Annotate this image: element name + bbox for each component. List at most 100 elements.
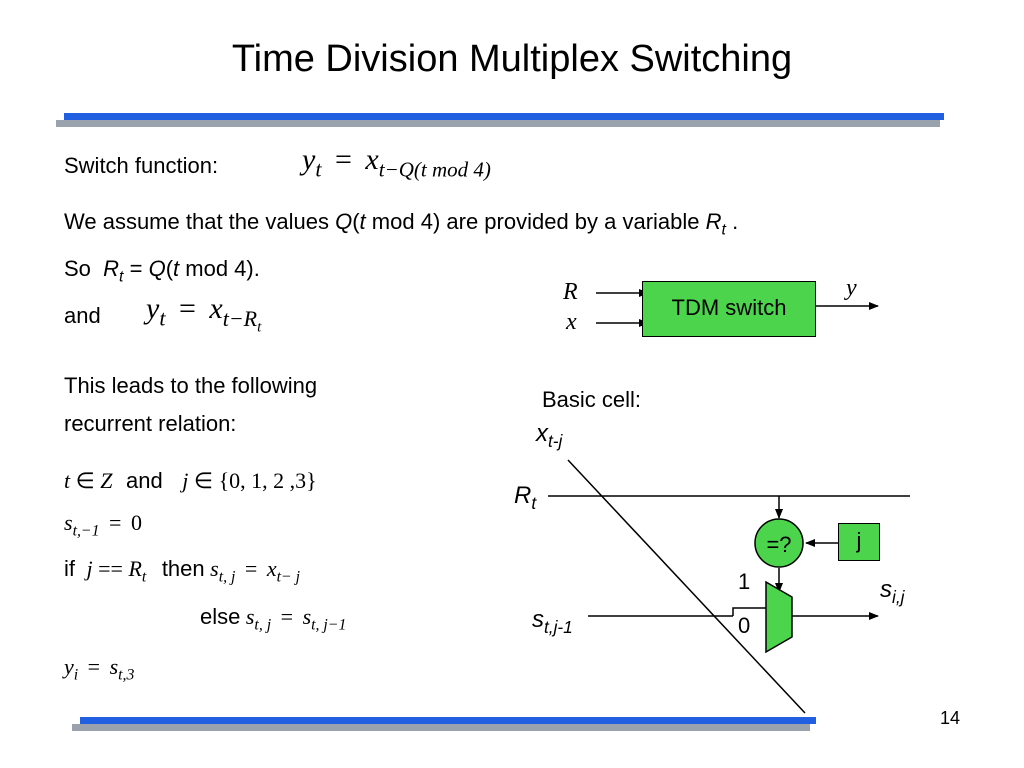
- rel3-j: j: [86, 556, 93, 581]
- so-r: R: [103, 256, 120, 281]
- cell-mux: [765, 580, 793, 654]
- cell-s-out-sub: i,j: [892, 587, 905, 608]
- leads-line-2: recurrent relation:: [64, 411, 237, 436]
- assume-dot: .: [732, 209, 739, 234]
- equation-and: yt = xt−Rt: [146, 292, 261, 334]
- equation-switch-function: yt = xt−Q(t mod 4): [302, 143, 491, 180]
- rel2-s: s: [64, 510, 73, 535]
- so-mod: mod 4).: [185, 256, 260, 281]
- cell-compare-circle: [754, 518, 804, 568]
- rel1-and: and: [126, 468, 163, 493]
- tdm-input-x: x: [566, 309, 577, 335]
- page-number: 14: [940, 708, 961, 728]
- rel1-in2: ∈: [193, 468, 214, 493]
- assume-r-sub: t: [721, 221, 726, 239]
- page-title: Time Division Multiplex Switching: [231, 38, 793, 80]
- rel2-eq: =: [109, 510, 122, 535]
- title-rule: [64, 113, 944, 120]
- rel3-eq: =: [244, 556, 258, 581]
- rel3-r: R: [128, 556, 142, 581]
- cell-s-out-main: s: [880, 576, 892, 603]
- cell-x-main: x: [536, 420, 548, 447]
- so-eq: =: [129, 256, 143, 281]
- rel3-x-sub: t− j: [276, 568, 301, 586]
- eq1-lhs-sub: t: [315, 156, 322, 182]
- assume-line: We assume that the values Q(t mod 4) are…: [64, 209, 739, 238]
- switch-function-label: Switch function:: [64, 153, 219, 178]
- rel4-else: else: [200, 604, 241, 629]
- so-label: So: [64, 256, 91, 281]
- rel1-z: Z: [100, 468, 113, 493]
- assume-mod: mod 4) are provided by a variable: [371, 209, 700, 234]
- rel4-s2: s: [302, 604, 312, 629]
- assume-r: R: [705, 209, 722, 234]
- eq1-lhs: y: [302, 143, 316, 176]
- rel5-y: y: [64, 654, 74, 679]
- rel5-s: s: [109, 654, 119, 679]
- cell-s-in-sub: t,j-1: [544, 617, 573, 638]
- rel3-x: x: [266, 556, 277, 581]
- cell-diagonal-x-line: [567, 459, 806, 714]
- rel1-j: j: [182, 468, 189, 493]
- rel4-eq: =: [280, 604, 294, 629]
- basic-cell-label: Basic cell:: [542, 387, 642, 412]
- bottom-rule: [80, 717, 816, 724]
- cell-r-label: Rt: [514, 482, 537, 514]
- cell-s-in-label: st,j-1: [532, 606, 573, 638]
- so-q: Q: [148, 256, 166, 281]
- tdm-output-y: y: [846, 275, 857, 301]
- rel4-s2-sub: t, j−1: [311, 616, 347, 634]
- eq1-rhs-sub: t−Q(t mod 4): [378, 157, 491, 182]
- relation-else: else st, j = st, j−1: [200, 604, 346, 633]
- rel3-s-sub: t, j: [218, 568, 236, 586]
- assume-q: Q: [335, 209, 353, 234]
- rel5-eq: =: [87, 654, 101, 679]
- cell-mux-0-wire: [732, 607, 766, 616]
- assume-text-1: We assume that the values: [64, 209, 329, 234]
- tdm-switch-label: TDM switch: [671, 295, 787, 320]
- rel1-t: t: [64, 468, 71, 493]
- eq2-rhs-subsub: t: [257, 318, 262, 335]
- cell-compare-label: =?: [766, 532, 792, 557]
- so-line: So Rt = Q(t mod 4).: [64, 256, 260, 285]
- cell-s-in-main: s: [532, 606, 544, 633]
- tdm-switch-block: [642, 281, 816, 337]
- cell-mux-in-0: 0: [738, 613, 751, 638]
- tdm-input-r: R: [563, 279, 578, 305]
- eq2-rhs: x: [209, 292, 223, 325]
- relation-output: yi = st,3: [64, 654, 134, 683]
- rel1-in: ∈: [75, 468, 95, 493]
- and-label: and: [64, 303, 101, 328]
- cell-x-label: xt-j: [536, 420, 563, 452]
- cell-j-label: j: [856, 528, 862, 553]
- title-rule-shadow: [56, 120, 940, 127]
- relation-if: if j == Rt then st, j = xt− j: [64, 556, 300, 585]
- bottom-rule-shadow: [72, 724, 810, 731]
- assume-paren: (: [352, 209, 360, 234]
- eq1-rhs: x: [365, 143, 379, 176]
- so-paren: (: [165, 256, 174, 281]
- rel5-y-sub: i: [73, 666, 79, 684]
- rel4-s-sub: t, j: [254, 616, 272, 634]
- eq1-eq: =: [334, 143, 352, 176]
- so-r-sub: t: [119, 268, 124, 286]
- eq2-lhs-sub: t: [159, 305, 166, 331]
- relation-domain: t ∈ Z and j ∈ {0, 1, 2 ,3}: [64, 468, 317, 494]
- rel3-if: if: [64, 556, 75, 581]
- rel5-s-sub: t,3: [118, 666, 135, 684]
- assume-t: t: [359, 209, 366, 234]
- eq2-rhs-sub: t−R: [222, 305, 258, 331]
- cell-mux-in-1: 1: [738, 569, 751, 594]
- so-t: t: [173, 256, 180, 281]
- leads-line-1: This leads to the following: [64, 373, 318, 398]
- cell-r-sub: t: [531, 493, 537, 514]
- rel2-sub: t,−1: [72, 522, 100, 540]
- rel3-s: s: [210, 556, 219, 581]
- cell-x-sub: t-j: [548, 431, 563, 452]
- cell-s-out-label: si,j: [880, 576, 905, 608]
- rel2-val: 0: [130, 510, 142, 535]
- eq2-lhs: y: [146, 292, 160, 325]
- rel3-then: then: [161, 556, 205, 581]
- rel1-set: {0, 1, 2 ,3}: [218, 468, 317, 493]
